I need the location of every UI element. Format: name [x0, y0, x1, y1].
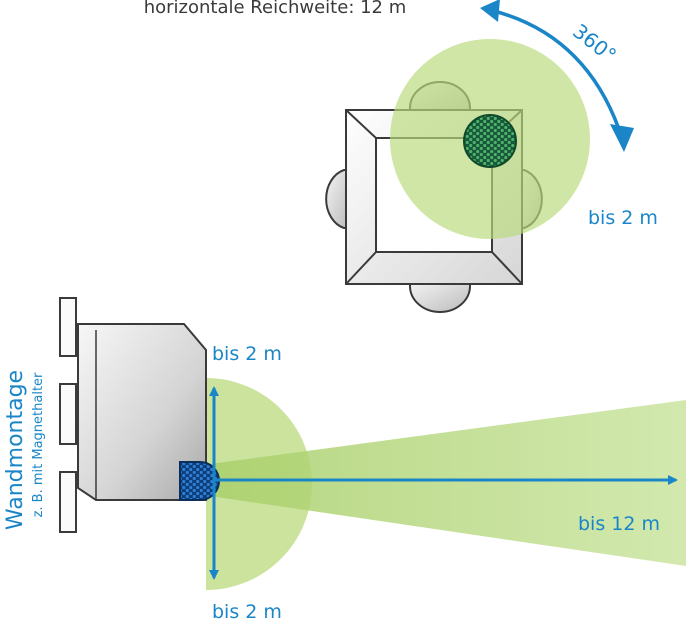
sensor-top-view [463, 114, 517, 168]
chair-bottom [409, 281, 471, 313]
wall-mount-subtitle: z. B. mit Magnethalter [31, 372, 46, 517]
wall-view: bis 2 m bis 2 m bis 12 m Wandmontage z. … [3, 297, 686, 623]
top-radius-label: bis 2 m [588, 207, 658, 229]
down-range-label: bis 2 m [212, 601, 282, 623]
horizontal-range-caption: horizontale Reichweite: 12 m [144, 0, 407, 18]
sensor-wall-view [179, 461, 220, 501]
wall-mount-caption: Wandmontage z. B. mit Magnethalter [3, 370, 46, 530]
long-range-label: bis 12 m [578, 513, 660, 535]
wall-plates [59, 297, 77, 533]
up-range-label: bis 2 m [212, 343, 282, 365]
rotation-arrow [489, 8, 624, 139]
range-beam [210, 400, 686, 566]
wall-mount-title: Wandmontage [3, 370, 28, 530]
rotation-arrowhead-end [610, 124, 634, 152]
top-view: horizontale Reichweite: 12 m 360° bis 2 … [144, 0, 658, 313]
chair-left [325, 169, 349, 229]
rotation-arrowhead-start [480, 0, 500, 22]
